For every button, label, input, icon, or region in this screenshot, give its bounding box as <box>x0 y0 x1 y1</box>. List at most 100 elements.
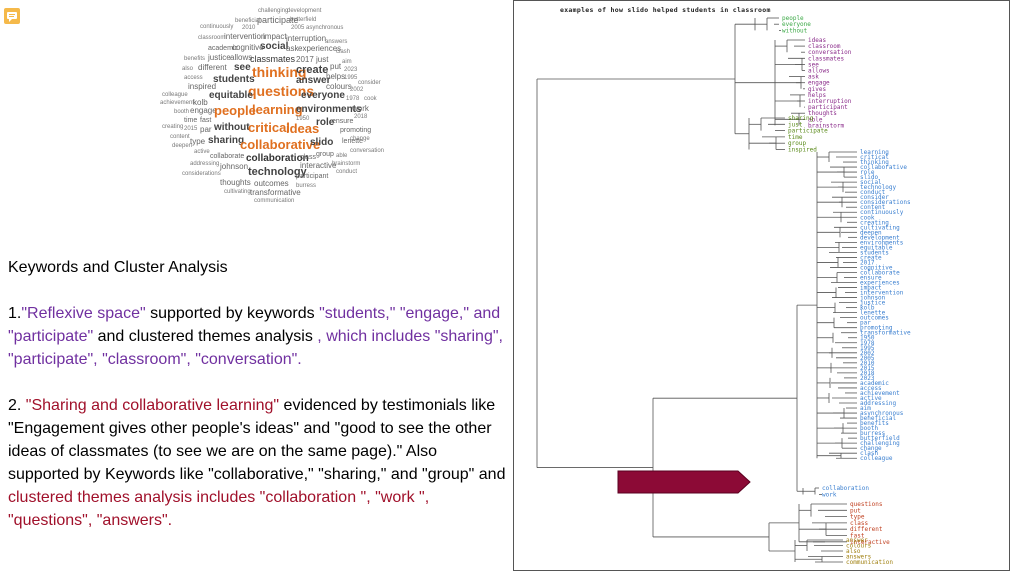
dendrogram-leaf-label: type <box>850 514 865 521</box>
dendrogram-leaf-label: asynchronous <box>860 410 904 417</box>
cloud-word: collaborative <box>240 137 321 152</box>
point-1-number: 1. <box>8 305 22 322</box>
cloud-word: conversation <box>350 148 385 154</box>
cloud-word: content <box>170 134 190 140</box>
point-1-clusters: , which includes "sharing", "participate… <box>8 328 503 368</box>
dendrogram-leaf-label: intervention <box>860 290 904 297</box>
cloud-word: consider <box>358 80 381 86</box>
dendrogram-leaf-label: 2023 <box>860 375 875 382</box>
cloud-word: thoughts <box>220 178 251 187</box>
cloud-word: learning <box>252 102 303 117</box>
dendrogram-leaf-label: content <box>860 204 886 211</box>
dendrogram-leaf-label: answer <box>846 537 868 544</box>
cloud-word: different <box>198 63 227 72</box>
dendrogram-leaf-label: social <box>860 179 882 186</box>
dendrogram-leaf-label: ensure <box>860 275 882 282</box>
dendrogram-leaf-label: fast <box>850 533 865 540</box>
point-1-keywords: "students," "engage," and "participate" <box>8 305 501 345</box>
dendrogram-leaf-label: just <box>788 121 803 128</box>
dendrogram-leaf-label: conduct <box>860 189 886 196</box>
cloud-word: aim <box>342 59 352 65</box>
dendrogram-leaf-label: collaborative <box>860 164 907 171</box>
cloud-word: collaboration <box>246 153 309 164</box>
dendrogram-leaf-label: 1978 <box>860 340 875 347</box>
cloud-word: everyone <box>301 90 345 101</box>
cloud-word: 2015 <box>184 126 198 132</box>
dendrogram-leaf-label: access <box>860 385 882 392</box>
dendrogram-leaf-label: also <box>846 548 861 555</box>
cloud-word: ideas <box>286 121 320 136</box>
analysis-heading: Keywords and Cluster Analysis <box>8 259 228 276</box>
cloud-word: outcomes <box>254 179 289 188</box>
cloud-word: 2005 asynchronous <box>291 25 344 31</box>
cloud-word: challenging <box>258 8 289 14</box>
dendrogram-leaf-label: thoughts <box>808 110 837 117</box>
cloud-word: continuously <box>200 24 234 30</box>
cloud-word: role <box>316 117 335 128</box>
cloud-word: considerations <box>182 171 221 177</box>
cloud-word: communication <box>254 198 295 204</box>
cloud-word: thinking <box>252 64 307 80</box>
dendrogram-leaf-label: consider <box>860 194 889 201</box>
cloud-word: 1978 <box>346 96 360 102</box>
dendrogram-leaf-label: questions <box>850 501 883 508</box>
point-2-number: 2. <box>8 397 26 414</box>
dendrogram-leaf-label: put <box>850 507 861 514</box>
dendrogram-leaf-label: 2005 <box>860 355 875 362</box>
cloud-word: group <box>316 151 334 158</box>
dendrogram-leaf-label: learning <box>860 149 889 156</box>
dendrogram-leaf-label: transformative <box>860 330 911 337</box>
dendrogram-leaf-label: class <box>850 520 868 527</box>
dendrogram-leaf-label: cultivating <box>860 224 900 231</box>
dendrogram-leaf-label: answers <box>846 554 872 561</box>
dendrogram-leaf-label: cook <box>860 214 875 221</box>
cloud-word: creating <box>162 124 184 130</box>
dendrogram-leaf-label: colours <box>846 543 872 550</box>
dendrogram-leaf-label: equitable <box>860 244 893 251</box>
cloud-word: fast <box>200 117 212 124</box>
cloud-word: promoting <box>340 127 372 134</box>
cloud-word: achievement <box>160 100 195 106</box>
point-2-theme: "Sharing and collaborative learning" <box>25 397 280 414</box>
cloud-word: 1995 <box>344 75 358 81</box>
cloud-word: impact <box>263 32 287 41</box>
cloud-word: without <box>214 122 250 133</box>
dendrogram-leaf-label: experiences <box>860 280 900 287</box>
cloud-word: active <box>194 149 210 155</box>
cloud-word: 2010 <box>242 25 256 31</box>
comment-icon[interactable] <box>4 8 20 24</box>
cloud-word: clash <box>336 49 351 55</box>
cloud-word: equitable <box>209 90 253 101</box>
dendrogram-leaf-label: time <box>788 134 803 141</box>
dendrogram-leaf-label: classroom <box>808 43 841 50</box>
cloud-word: able <box>336 153 348 159</box>
cloud-word: also <box>182 66 194 72</box>
dendrogram-leaf-label: continuously <box>860 209 904 216</box>
cloud-word: 2017 <box>296 55 314 64</box>
cloud-word: cognitive <box>232 43 264 52</box>
dendrogram-leaf-label: brainstorm <box>808 122 845 129</box>
cloud-word: slido <box>310 137 334 148</box>
dendrogram-leaf-label: work <box>822 492 837 499</box>
dendrogram-leaf-label: engage <box>808 80 830 87</box>
dendrogram: peopleeveryonewithoutideasclassroomconve… <box>536 15 911 566</box>
dendrogram-leaf-label: addressing <box>860 400 897 407</box>
cloud-word: type <box>190 137 206 146</box>
dendrogram-leaf-label: development <box>860 234 900 241</box>
cloud-word: 2018 <box>354 114 368 120</box>
cloud-word: environments <box>296 104 362 115</box>
cloud-word: experiences <box>298 44 342 53</box>
dendrogram-leaf-label: deepen <box>860 229 882 236</box>
dendrogram-leaf-label: sharing <box>788 115 814 122</box>
dendrogram-frame <box>513 0 1010 571</box>
dendrogram-leaf-label: participant <box>808 104 848 111</box>
dendrogram-leaf-label: active <box>860 395 882 402</box>
cloud-word: kolb <box>193 98 208 107</box>
cloud-word: participate <box>257 15 299 25</box>
cloud-word: justice <box>208 53 231 62</box>
analysis-text: Keywords and Cluster Analysis 1."Reflexi… <box>8 256 508 532</box>
cloud-word: 1950 <box>296 116 310 122</box>
cloud-word: 2002 <box>350 87 364 93</box>
dendrogram-leaf-label: ask <box>808 74 819 81</box>
